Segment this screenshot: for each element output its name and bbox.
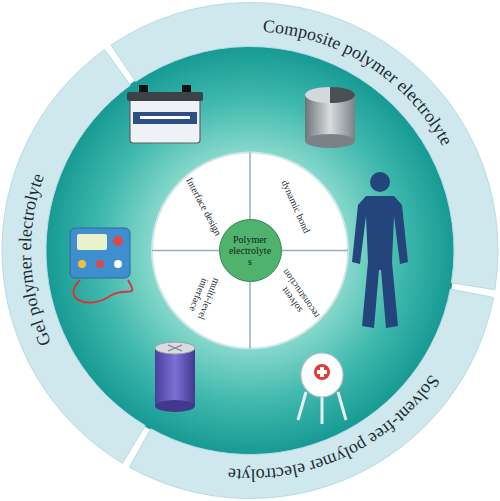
cylinder-icon [305, 87, 355, 148]
capacitor-icon [155, 342, 195, 412]
center-disk [152, 153, 348, 349]
ring-band [129, 289, 493, 498]
ring-label: Composite polymer electrolyte [262, 16, 457, 149]
inner-disk [45, 46, 455, 456]
center-label: Polymer electrolytes [227, 234, 273, 267]
ring-label: Solvent-free polymer electrolyte [227, 372, 444, 486]
robot-icon [298, 353, 346, 424]
instrument-icon [70, 228, 132, 303]
ring-band [111, 2, 498, 289]
quadrant-label: solvent reconstruction [268, 263, 324, 330]
battery-icon [127, 85, 203, 143]
quadrant-label: Interface design [184, 175, 225, 238]
ring-band [2, 50, 145, 464]
quadrant-label: dynamic bond [279, 178, 313, 235]
wetsuit-icon [352, 172, 408, 328]
ring-label: Gel polymer electrolyte [15, 171, 55, 349]
center-circle: Polymer electrolytes [219, 219, 282, 282]
quadrant-label: multi-level interface [181, 262, 226, 331]
